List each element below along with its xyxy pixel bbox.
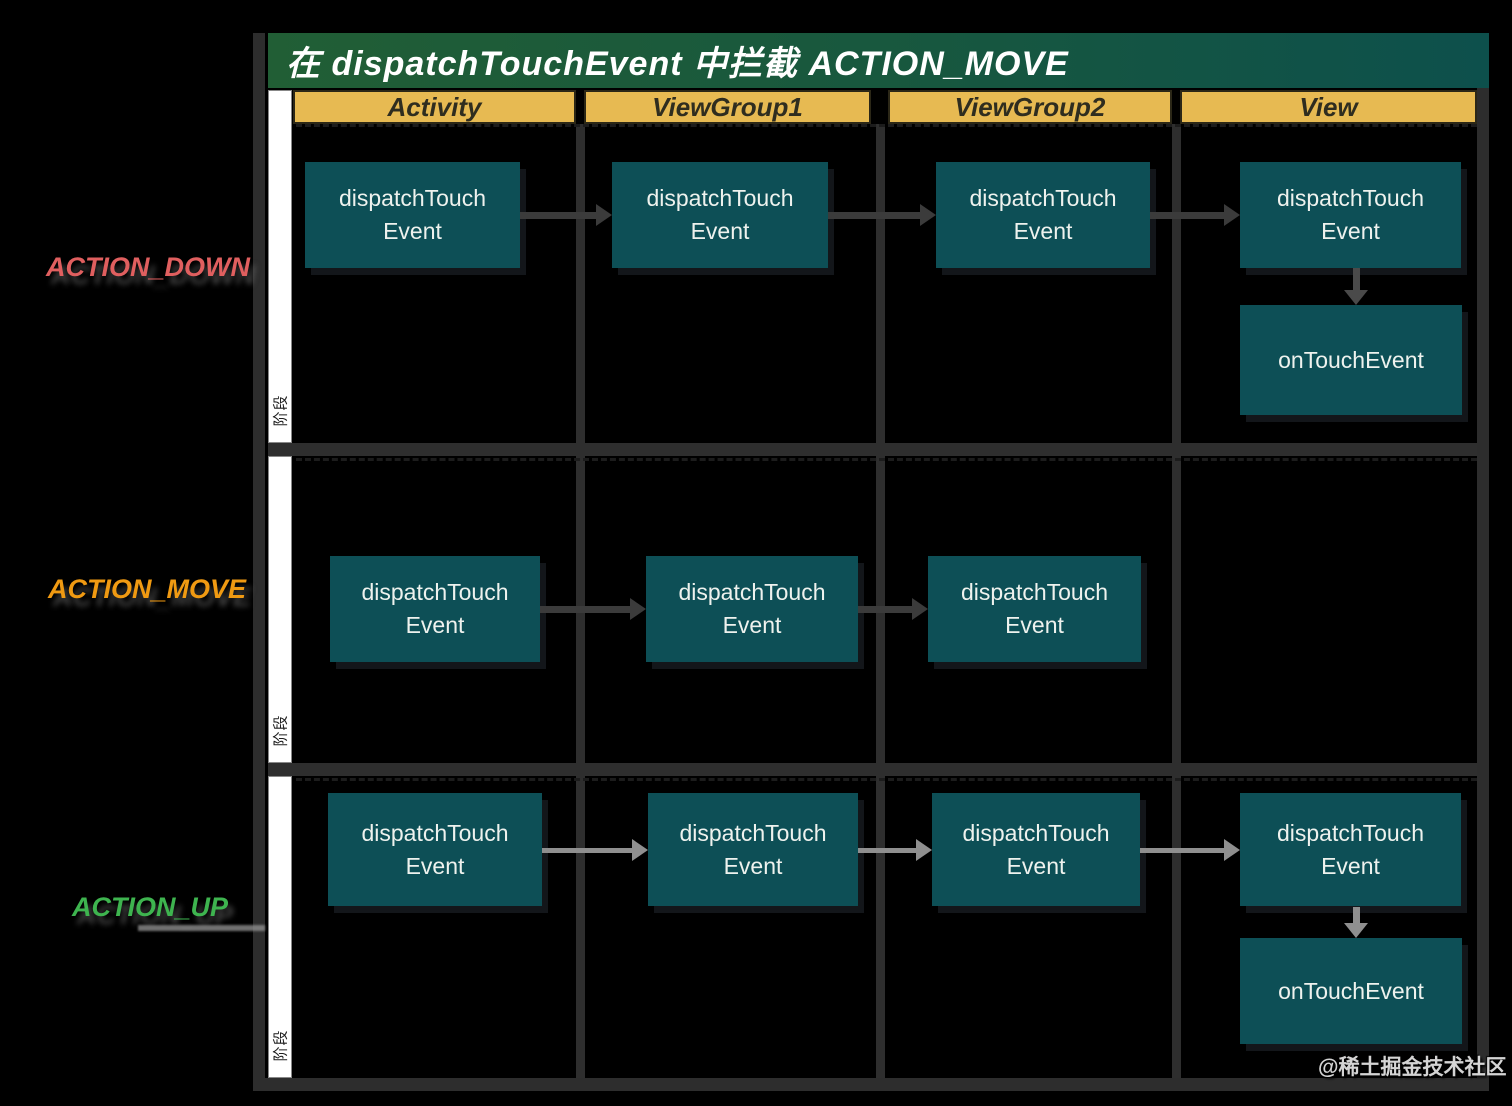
- section-divider: [268, 443, 1477, 456]
- phase-label-holder: 阶段: [269, 1023, 291, 1067]
- node-move-activity-dispatchtouchevent: dispatchTouch Event: [330, 556, 540, 662]
- phase-label-holder: 阶段: [269, 388, 291, 432]
- column-header-activity-label: Activity: [387, 91, 482, 122]
- section-dashed-line: [296, 778, 1477, 781]
- node-up-view-dispatchtouchevent: dispatchTouch Event: [1240, 793, 1461, 906]
- phase-label-holder: 阶段: [269, 708, 291, 752]
- watermark: @稀土掘金技术社区: [1318, 1056, 1507, 1079]
- lane-divider: [576, 124, 585, 1078]
- node-up-view-ontouchevent: onTouchEvent: [1240, 938, 1462, 1044]
- column-header-view-label: View: [1299, 91, 1358, 122]
- arrow-right-icon: [828, 204, 936, 226]
- column-header-viewgroup2-label: ViewGroup2: [954, 91, 1106, 122]
- node-down-viewgroup2-dispatchtouchevent: dispatchTouch Event: [936, 162, 1150, 268]
- node-move-viewgroup1-dispatchtouchevent: dispatchTouch Event: [646, 556, 858, 662]
- section-dashed-line: [296, 458, 1477, 461]
- arrow-right-icon: [1150, 204, 1240, 226]
- column-header-viewgroup2: ViewGroup2: [888, 90, 1172, 124]
- diagram-title: 在 dispatchTouchEvent 中拦截 ACTION_MOVE: [286, 45, 1069, 83]
- arrow-down-icon: [1344, 907, 1368, 938]
- frame-right-border: [1477, 88, 1489, 1090]
- phase-label: 阶段: [272, 393, 290, 427]
- section-dashed-line: [296, 124, 1477, 127]
- node-up-activity-dispatchtouchevent: dispatchTouch Event: [328, 793, 542, 906]
- phase-strip-action-up: 阶段: [268, 776, 292, 1078]
- node-down-view-ontouchevent: onTouchEvent: [1240, 305, 1462, 415]
- phase-label: 阶段: [272, 713, 290, 747]
- phase-label: 阶段: [272, 1028, 290, 1062]
- node-up-viewgroup1-dispatchtouchevent: dispatchTouch Event: [648, 793, 858, 906]
- column-header-activity: Activity: [293, 90, 576, 124]
- column-header-viewgroup1-label: ViewGroup1: [652, 91, 803, 122]
- arrow-right-icon: [540, 598, 646, 620]
- node-down-viewgroup1-dispatchtouchevent: dispatchTouch Event: [612, 162, 828, 268]
- phase-strip-action-move: 阶段: [268, 456, 292, 763]
- frame-left-border: [253, 33, 265, 1090]
- node-down-view-dispatchtouchevent: dispatchTouch Event: [1240, 162, 1461, 268]
- column-header-view: View: [1180, 90, 1477, 124]
- frame-bottom-border: [253, 1078, 1489, 1091]
- phase-strip-action-down: 阶段: [268, 90, 292, 443]
- action-up-label: ACTION_UP: [72, 892, 229, 922]
- arrow-down-icon: [1344, 268, 1368, 305]
- arrow-right-icon: [542, 839, 648, 861]
- column-header-viewgroup1: ViewGroup1: [584, 90, 871, 124]
- action-up-leader-line: [138, 925, 265, 931]
- arrow-right-icon: [1140, 839, 1240, 861]
- lane-divider: [876, 124, 885, 1078]
- action-move-label: ACTION_MOVE: [48, 574, 247, 604]
- node-up-viewgroup2-dispatchtouchevent: dispatchTouch Event: [932, 793, 1140, 906]
- diagram-title-bar: 在 dispatchTouchEvent 中拦截 ACTION_MOVE: [268, 33, 1489, 88]
- action-down-label: ACTION_DOWN: [46, 252, 250, 282]
- node-down-activity-dispatchtouchevent: dispatchTouch Event: [305, 162, 520, 268]
- arrow-right-icon: [520, 204, 612, 226]
- node-move-viewgroup2-dispatchtouchevent: dispatchTouch Event: [928, 556, 1141, 662]
- lane-divider: [1172, 124, 1181, 1078]
- arrow-right-icon: [858, 598, 928, 620]
- section-divider: [268, 763, 1477, 776]
- arrow-right-icon: [858, 839, 932, 861]
